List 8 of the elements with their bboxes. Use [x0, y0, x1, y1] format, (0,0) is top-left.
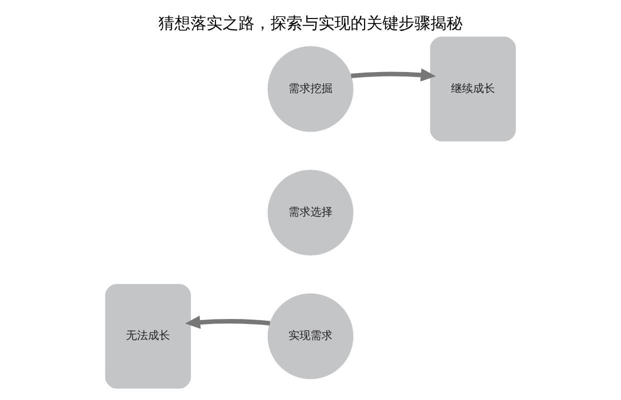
diagram-title: 猜想落实之路，探索与实现的关键步骤揭秘: [158, 13, 462, 32]
node-circle: 需求挖掘: [268, 46, 354, 132]
node-circle: 实现需求: [268, 293, 354, 380]
node-box: 继续成长: [430, 36, 516, 142]
arrow: [350, 68, 436, 82]
node-circle: 需求选择: [268, 170, 354, 256]
node-box: 无法成长: [105, 284, 191, 389]
arrow: [185, 316, 270, 329]
